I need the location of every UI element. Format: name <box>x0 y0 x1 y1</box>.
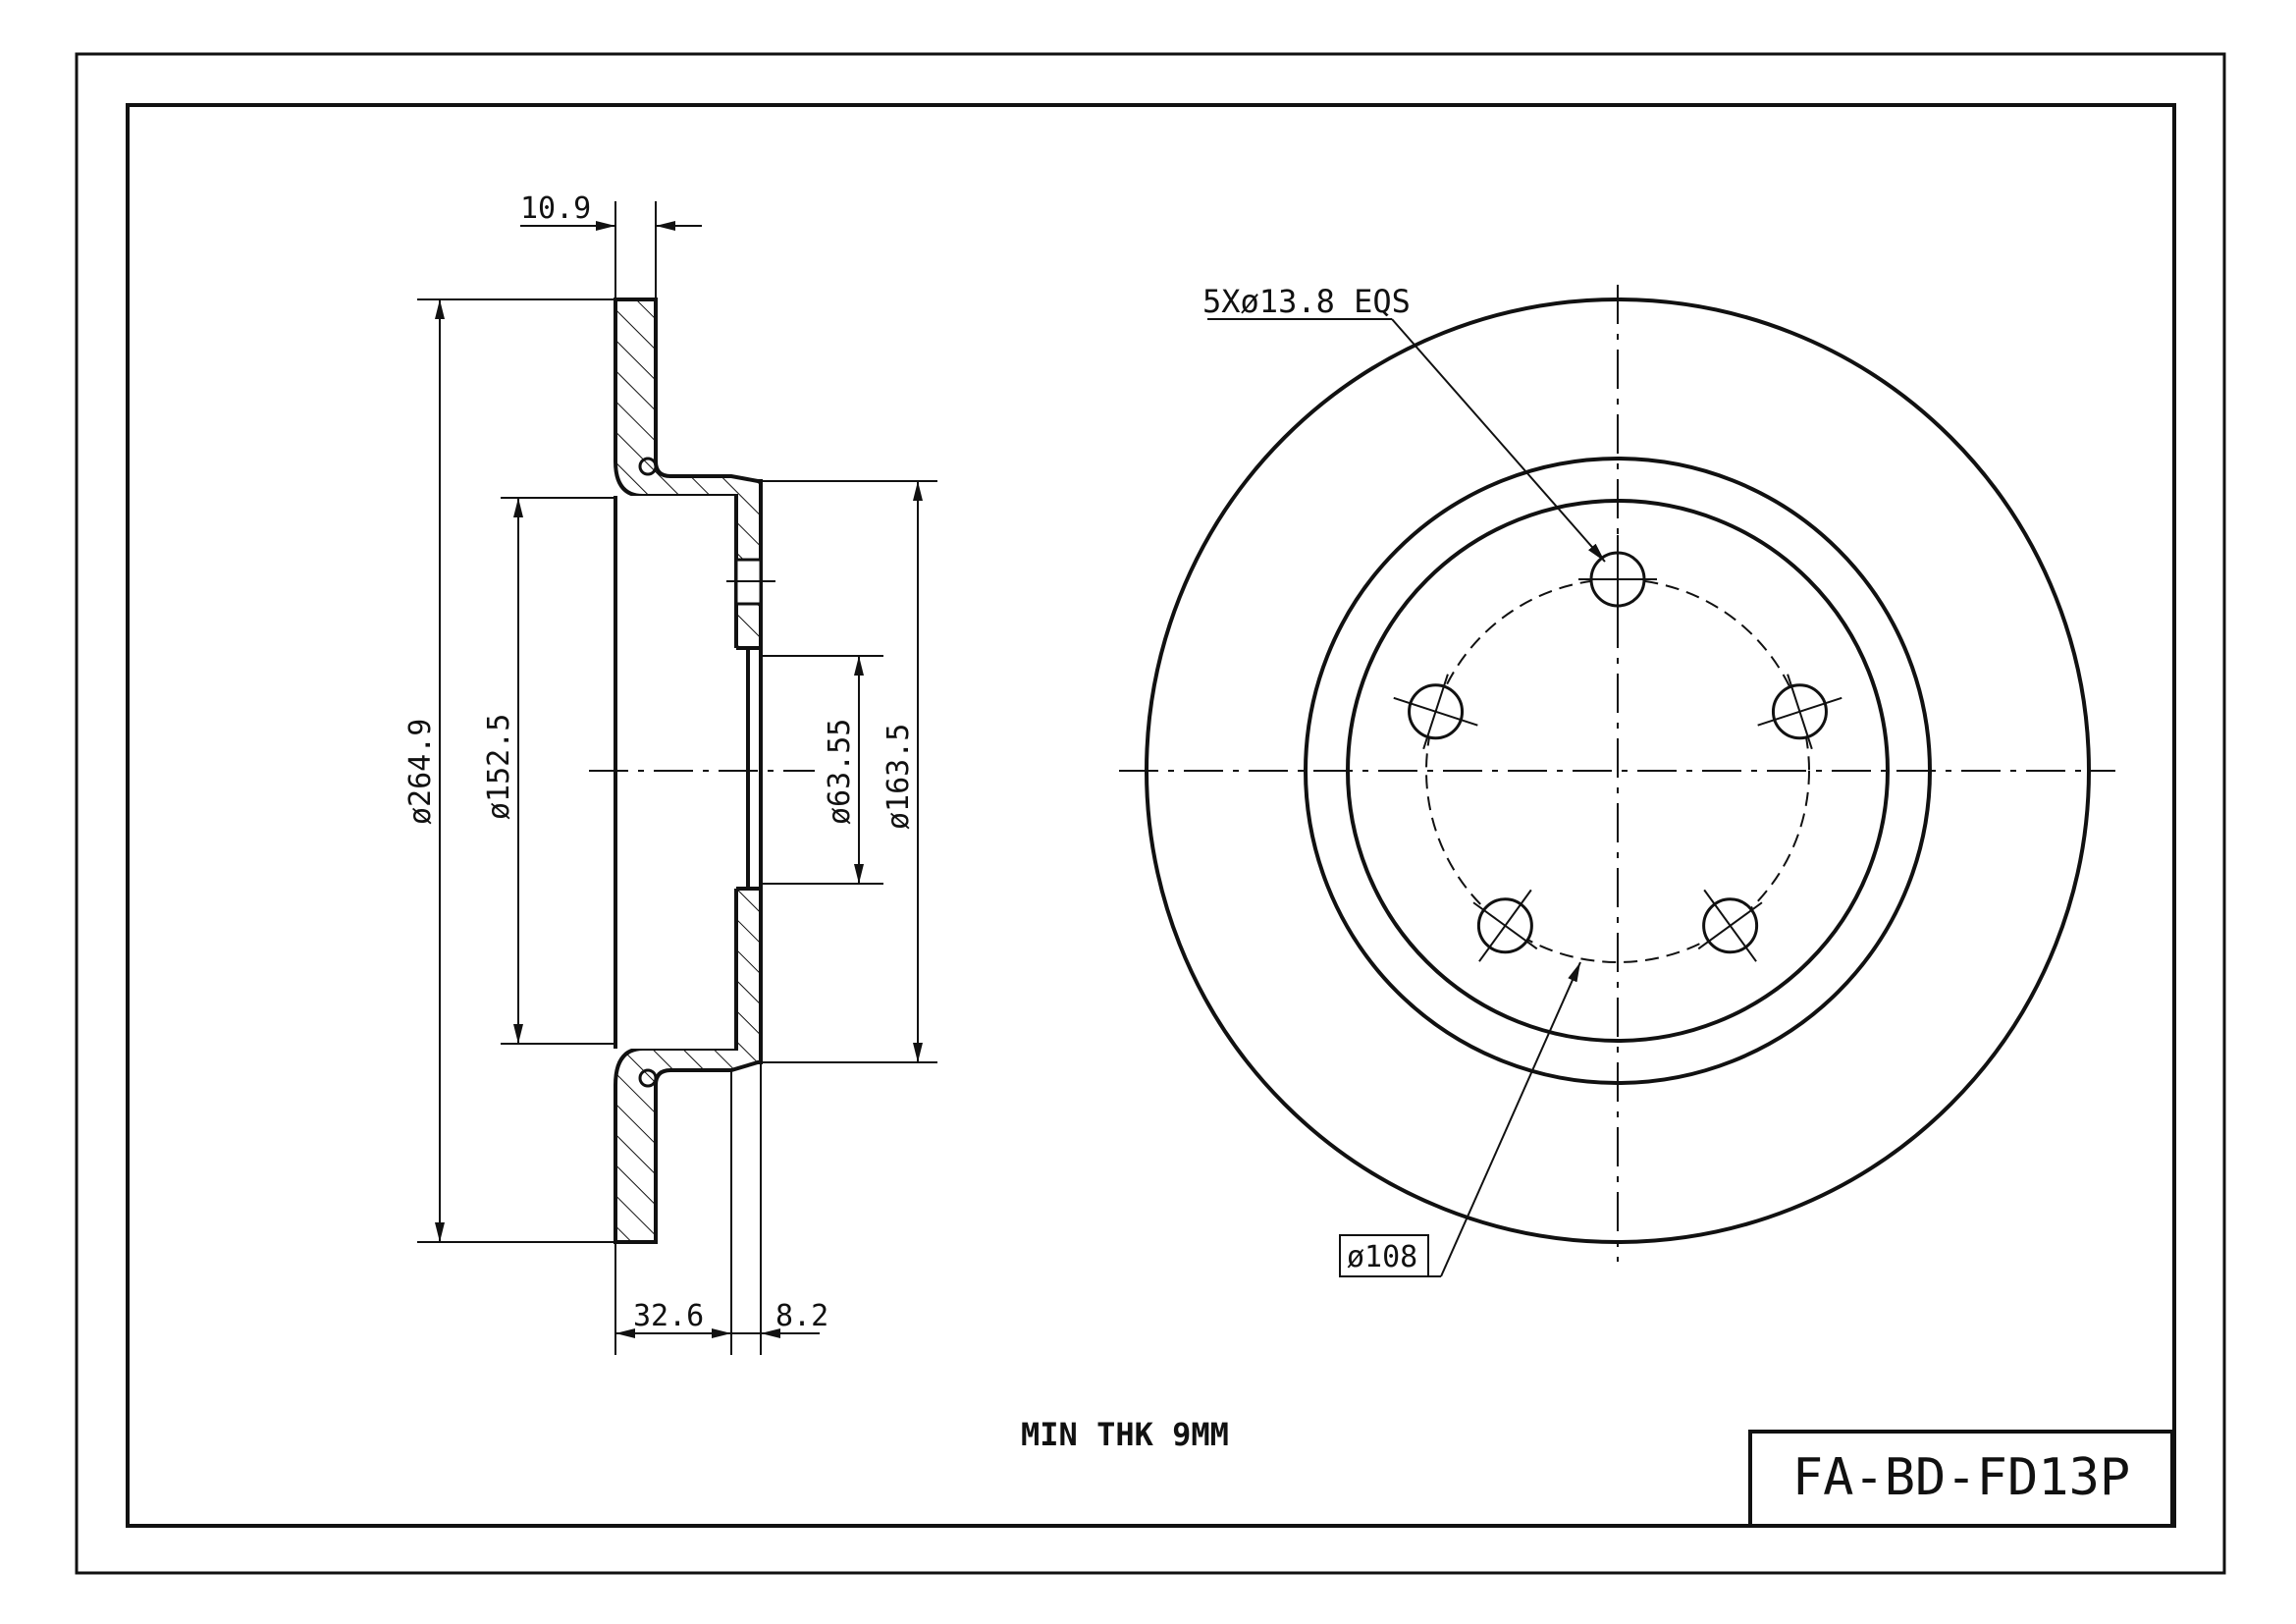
bolt-hole-tangent-mark <box>1422 674 1449 750</box>
bolt-holes-callout: 5Xø13.8 EQS <box>1202 283 1411 320</box>
leader-pcd <box>1440 961 1581 1277</box>
bolt-hole-tangent-mark <box>1472 901 1538 950</box>
hub-interior <box>615 496 736 1049</box>
inner-frame <box>126 103 2176 1528</box>
min-thickness-note: MIN THK 9MM <box>1021 1416 1229 1453</box>
pcd-callout-box <box>1339 1234 1429 1277</box>
bolt-holes <box>1393 535 1842 962</box>
relief-groove-top <box>638 457 658 476</box>
leader-bolt-holes <box>1391 318 1606 563</box>
bolt-hole-tangent-mark <box>1787 674 1813 750</box>
dim-bore-label: ø63.55 <box>823 719 857 825</box>
pcd-circle <box>1425 578 1810 963</box>
pcd-callout: ø108 <box>1347 1240 1417 1274</box>
front-view: 5Xø13.8 EQS ø108 <box>1119 283 2115 1277</box>
dim-height-label: 32.6 <box>633 1299 704 1333</box>
dim-hub-offset-label: 10.9 <box>520 191 591 226</box>
part-number: FA-BD-FD13P <box>1792 1448 2130 1507</box>
dim-hat-label: ø163.5 <box>881 724 916 830</box>
dim-outer-diameter-label: ø264.9 <box>403 719 438 825</box>
bolt-hole-tangent-mark <box>1697 901 1763 950</box>
outer-frame <box>75 52 2226 1575</box>
title-block <box>1748 1430 2174 1528</box>
section-view: 10.9 ø264.9 ø152.5 ø63.55 ø163.5 32.6 8.… <box>403 191 937 1355</box>
dim-thk-label: 8.2 <box>775 1299 828 1333</box>
dim-inner-label: ø152.5 <box>482 714 516 820</box>
relief-groove-bottom <box>638 1068 658 1088</box>
